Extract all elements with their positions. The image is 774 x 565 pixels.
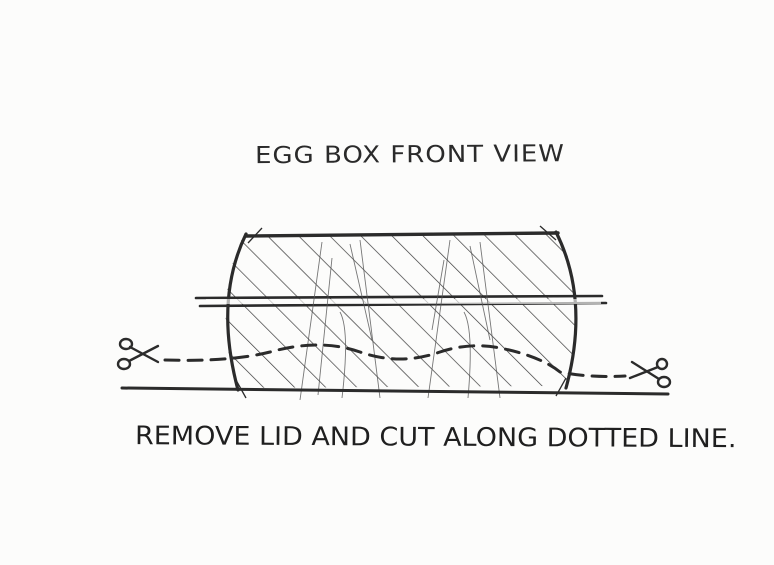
scissors-icon bbox=[116, 337, 160, 371]
cut-line bbox=[163, 343, 627, 378]
base-line bbox=[120, 386, 670, 396]
lid-seam bbox=[194, 294, 608, 308]
egg-box-body bbox=[225, 225, 578, 399]
egg-cup-guides bbox=[299, 239, 501, 401]
instruction-caption: REMOVE LID AND CUT ALONG DOTTED LINE. bbox=[134, 421, 737, 454]
scissors-icon bbox=[628, 357, 672, 389]
